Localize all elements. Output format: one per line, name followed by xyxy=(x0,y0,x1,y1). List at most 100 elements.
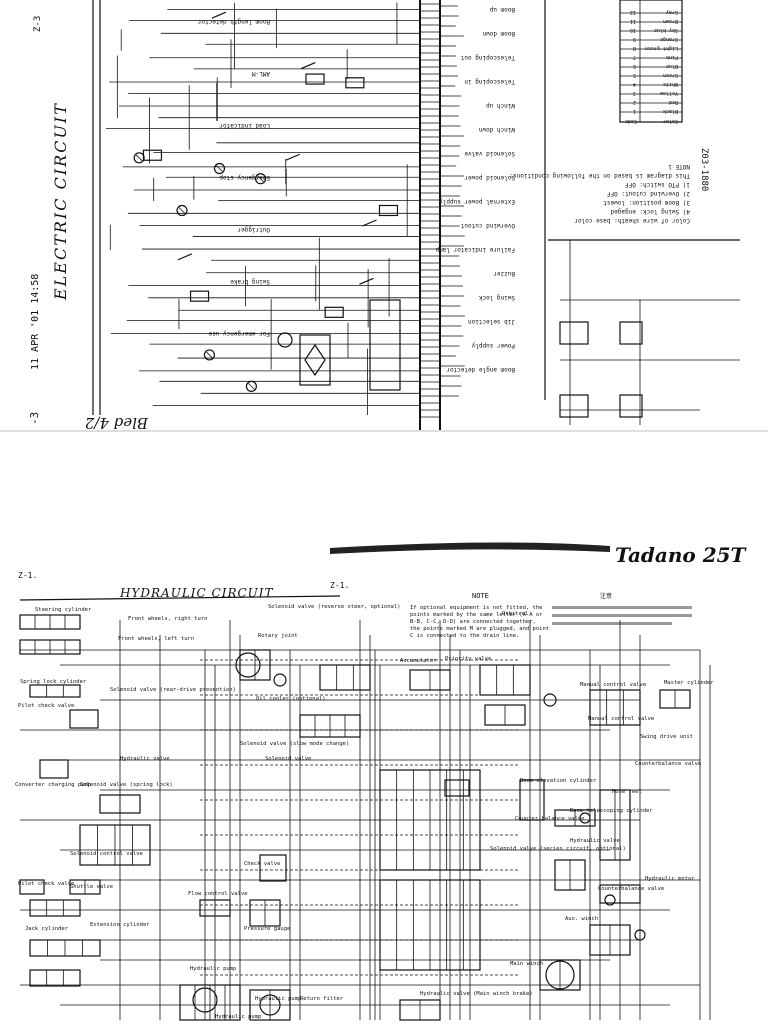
scan-edge xyxy=(0,430,768,432)
drawing-number: Z03-1880 xyxy=(699,148,709,191)
table-cell: 5 xyxy=(633,72,636,78)
hydraulic-label: Hydraulic valve (Main winch brake) xyxy=(420,991,533,997)
circuit-label: Outrigger xyxy=(237,226,270,233)
hydraulic-label: Flow control valve xyxy=(188,891,248,897)
counterbalance-valve xyxy=(444,779,470,797)
table-cell: 6 xyxy=(633,63,636,69)
table-cell: 3 xyxy=(633,90,636,96)
spring-lock-cylinder xyxy=(29,684,81,698)
table-cell: White xyxy=(663,81,678,87)
note-line: C is connected to the drain line. xyxy=(410,633,519,639)
hydraulic-label: Main winch xyxy=(510,961,543,967)
hydraulic-label: Hydraulic valve xyxy=(120,756,170,762)
lamp-symbol xyxy=(213,162,226,175)
hydraulic-label: Pilot check valve xyxy=(18,881,74,887)
table-cell: Red xyxy=(669,99,678,105)
circuit-label: Swing lock xyxy=(478,294,515,301)
hydraulic-label: Orbitrol xyxy=(502,611,529,617)
switch-symbol xyxy=(285,153,301,161)
electric-circuit-title: ELECTRIC CIRCUIT xyxy=(51,102,70,301)
solenoid-box xyxy=(559,321,589,345)
table-cell: 10 xyxy=(630,27,636,33)
hydraulic-label: Rotary joint xyxy=(258,633,298,639)
note-title: NOTE xyxy=(472,592,489,600)
pump-motor-symbol xyxy=(545,960,575,990)
note-line: B-B, C-C, D-D) are connected together, xyxy=(410,619,536,625)
hydraulic-label: Shuttle valve xyxy=(70,884,113,890)
hydraulic-label: Solenoid valve (series circuit, optional… xyxy=(490,846,626,852)
check-valve xyxy=(259,854,287,882)
lamp-cross xyxy=(248,383,255,390)
relay-box xyxy=(619,394,643,418)
note-line: If optional equipment is not fitted, the xyxy=(410,605,542,611)
hydraulic-label: Hydraulic motor xyxy=(645,876,695,882)
hydraulic-label: Boom elevation cylinder xyxy=(520,778,597,784)
jack-cylinder xyxy=(29,899,81,917)
relay-box xyxy=(305,73,325,85)
right-subcircuit xyxy=(548,239,740,425)
table-cell: 1 xyxy=(633,108,636,114)
hydraulic-label: Manual control valve xyxy=(580,682,646,688)
hydraulic-components xyxy=(19,614,691,1021)
top-page: -3 11 APR '01 14:58 ELECTRIC CIRCUIT Z-3… xyxy=(28,0,740,432)
circuit-label: Failure indicator lamp xyxy=(435,246,515,253)
boom-elevation-cylinder xyxy=(519,779,545,821)
lamp-cross xyxy=(206,351,213,359)
hydraulic-label: Priority valve xyxy=(445,656,491,662)
circuit-label: Solenoid power xyxy=(464,174,515,181)
circuit-label: Boom up xyxy=(489,6,515,13)
hydraulic-label: Aux. winch xyxy=(565,916,598,922)
bottom-page: Z-1. Z-1. HYDRAULIC CIRCUIT Tadano 25T N… xyxy=(15,543,748,1021)
note-line: 3) Boom position: lowest xyxy=(603,199,690,206)
note-line: the points marked M are plugged, and poi… xyxy=(410,626,549,632)
relay-box xyxy=(619,321,643,345)
note-line: 2) Overwind cutout: OFF xyxy=(607,190,690,197)
table-cell: 12 xyxy=(630,9,636,15)
hydraulic-label: Hydraulic pump xyxy=(190,966,236,972)
hydraulic-label: Pilot check valve xyxy=(18,703,74,709)
circuit-label: Power supply xyxy=(471,342,515,349)
circuit-label: Swing brake xyxy=(230,278,270,285)
pump-motor-symbol xyxy=(634,929,646,941)
pump-motor-symbol xyxy=(235,652,261,678)
page-code-left: Z-1. xyxy=(18,571,37,580)
hydraulic-label: Front wheels, left turn xyxy=(118,636,194,642)
circuit-label: Winch down xyxy=(478,126,515,133)
hydraulic-label: Converter charging pump xyxy=(15,782,91,788)
relay-box xyxy=(345,77,365,89)
handwritten-note: Bled 4/2 xyxy=(85,414,149,432)
relay-box xyxy=(189,290,210,302)
hydraulic-label: Oil cooler (optional) xyxy=(256,696,326,702)
pump-motor-symbol xyxy=(604,894,616,906)
hydraulic-circuit-title: HYDRAULIC CIRCUIT xyxy=(119,586,274,600)
hydraulic-label: Hydraulic pump xyxy=(255,996,301,1002)
circuit-label: Telescoping out xyxy=(460,54,515,61)
connector-box xyxy=(369,299,401,391)
hydraulic-label: Solenoid valve xyxy=(265,756,311,762)
circuit-label: Jib selection xyxy=(468,318,515,325)
note-line: Color of wire sheath: base color xyxy=(574,217,690,224)
jack-cylinder xyxy=(29,969,81,987)
hydraulic-lines xyxy=(20,620,711,1020)
electric-wiring xyxy=(106,2,465,418)
lamp-cross xyxy=(216,165,223,172)
relay-box xyxy=(142,149,163,161)
table-cell: Green xyxy=(663,72,678,78)
scan-smudge xyxy=(330,542,610,554)
table-cell: Pink xyxy=(666,54,678,60)
note-text: If optional equipment is not fitted, the… xyxy=(410,605,549,639)
table-cell: Orange xyxy=(660,36,678,42)
page-code: Z-3 xyxy=(33,16,43,32)
table-cell: Sky blue xyxy=(654,27,678,33)
circuit-label: Boom angle detector xyxy=(446,366,515,373)
hydraulic-label: Counterbalance valve xyxy=(598,886,664,892)
table-cell: 7 xyxy=(633,54,636,60)
circuit-label: Overwind cutout xyxy=(460,222,515,229)
hydraulic-label: Hydraulic pump xyxy=(215,1014,261,1020)
hydraulic-label: Accumulator xyxy=(400,658,437,664)
manual-control-valve xyxy=(589,689,641,726)
